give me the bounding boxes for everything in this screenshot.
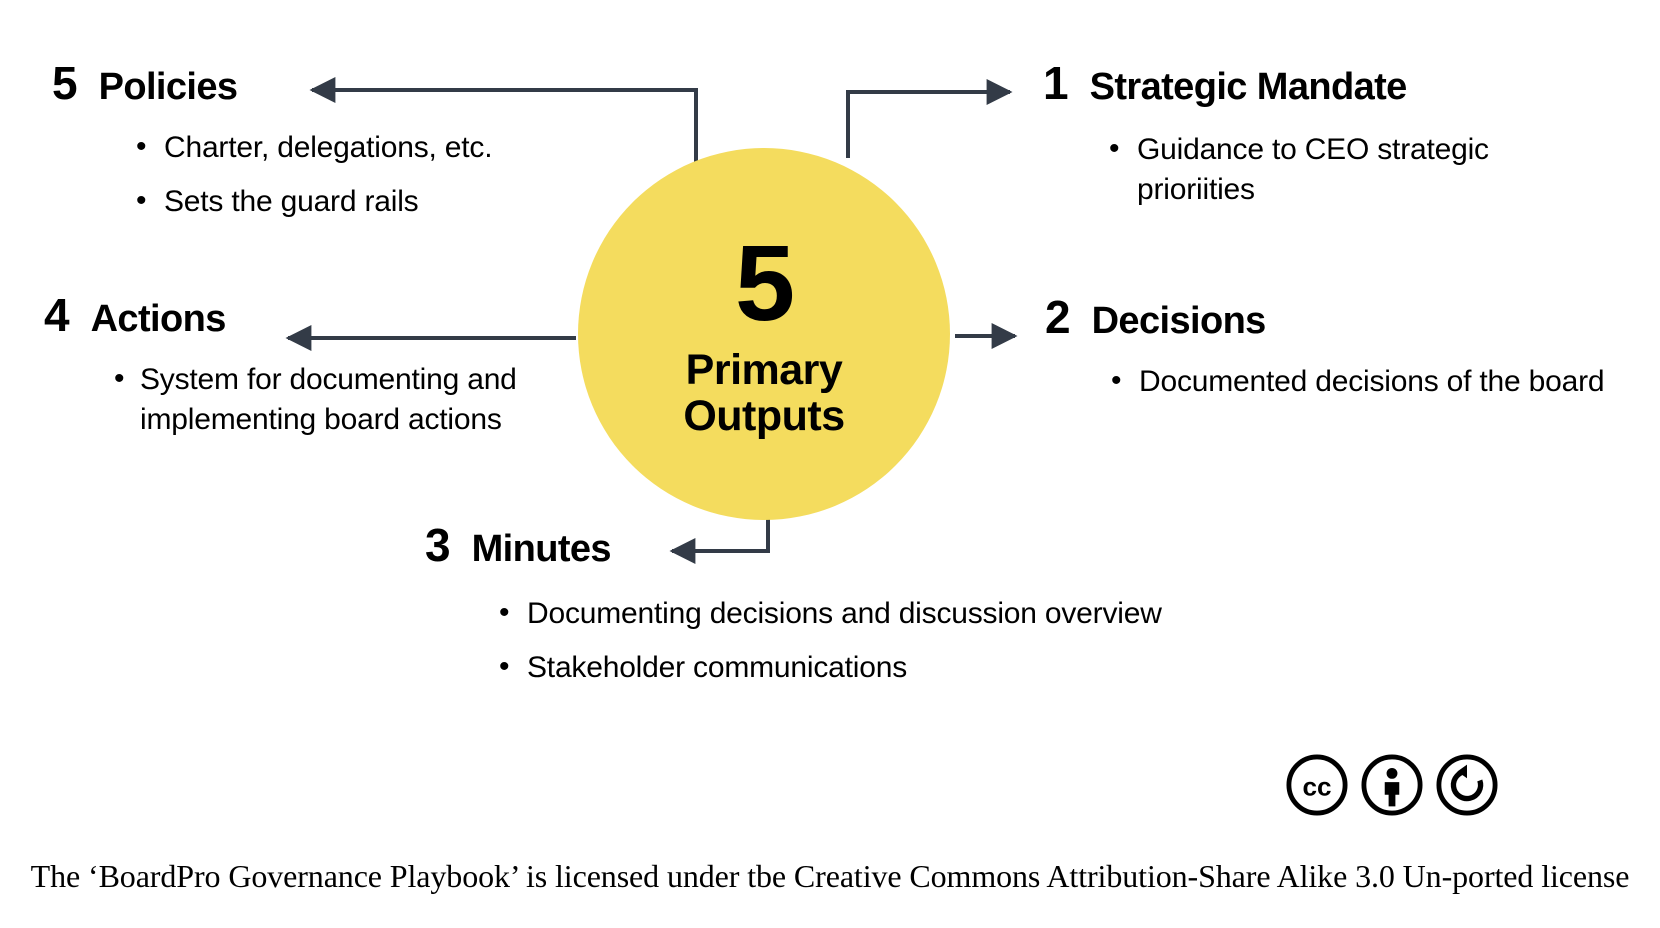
license-badges: cc: [1286, 754, 1498, 816]
node-strategic-mandate-number: 1: [1043, 57, 1069, 109]
connector-hub-to-strategic-mandate: [846, 79, 1013, 158]
list-item: Documented decisions of the board: [1107, 361, 1605, 402]
node-policies-number: 5: [52, 57, 78, 109]
list-item: Sets the guard rails: [132, 181, 552, 222]
node-actions-number: 4: [44, 289, 70, 341]
list-item: Stakeholder communications: [495, 647, 1265, 688]
node-decisions-title: Decisions: [1091, 300, 1267, 342]
node-strategic-mandate-title: Strategic Mandate: [1089, 66, 1408, 108]
node-actions-header: 4 Actions: [44, 292, 584, 338]
svg-text:cc: cc: [1302, 772, 1331, 802]
node-strategic-mandate: 1 Strategic Mandate Guidance to CEO stra…: [1043, 60, 1603, 210]
node-decisions-bullets: Documented decisions of the board: [1107, 361, 1605, 402]
node-actions: 4 Actions System for documenting and imp…: [44, 292, 584, 440]
list-item: Guidance to CEO strategic prioriities: [1105, 129, 1603, 210]
node-minutes-header: 3 Minutes: [425, 522, 1265, 568]
cc-icon: cc: [1286, 754, 1348, 816]
node-policies: 5 Policies Charter, delegations, etc. Se…: [52, 60, 552, 222]
node-policies-header: 5 Policies: [52, 60, 552, 106]
cc-by-icon: [1361, 754, 1423, 816]
list-item: Documenting decisions and discussion ove…: [495, 593, 1265, 634]
hub-number: 5: [734, 222, 795, 343]
node-actions-bullets: System for documenting and implementing …: [110, 359, 584, 440]
hub-label-line1: Primary: [685, 346, 843, 394]
cc-sa-icon: [1436, 754, 1498, 816]
node-minutes-bullets: Documenting decisions and discussion ove…: [495, 593, 1265, 688]
node-decisions: 2 Decisions Documented decisions of the …: [1045, 294, 1605, 402]
node-minutes: 3 Minutes Documenting decisions and disc…: [425, 522, 1265, 688]
node-decisions-number: 2: [1045, 291, 1071, 343]
list-item: System for documenting and implementing …: [110, 359, 584, 440]
node-minutes-number: 3: [425, 519, 451, 571]
central-hub: 5 Primary Outputs: [578, 148, 950, 520]
node-decisions-header: 2 Decisions: [1045, 294, 1605, 340]
node-strategic-mandate-header: 1 Strategic Mandate: [1043, 60, 1603, 106]
node-policies-title: Policies: [98, 66, 238, 108]
node-policies-bullets: Charter, delegations, etc. Sets the guar…: [132, 127, 552, 222]
hub-label-line2: Outputs: [683, 392, 845, 440]
node-minutes-title: Minutes: [471, 528, 612, 570]
list-item: Charter, delegations, etc.: [132, 127, 552, 168]
node-actions-title: Actions: [90, 298, 227, 340]
node-strategic-mandate-bullets: Guidance to CEO strategic prioriities: [1105, 129, 1603, 210]
license-text: The ‘BoardPro Governance Playbook’ is li…: [30, 858, 1630, 894]
